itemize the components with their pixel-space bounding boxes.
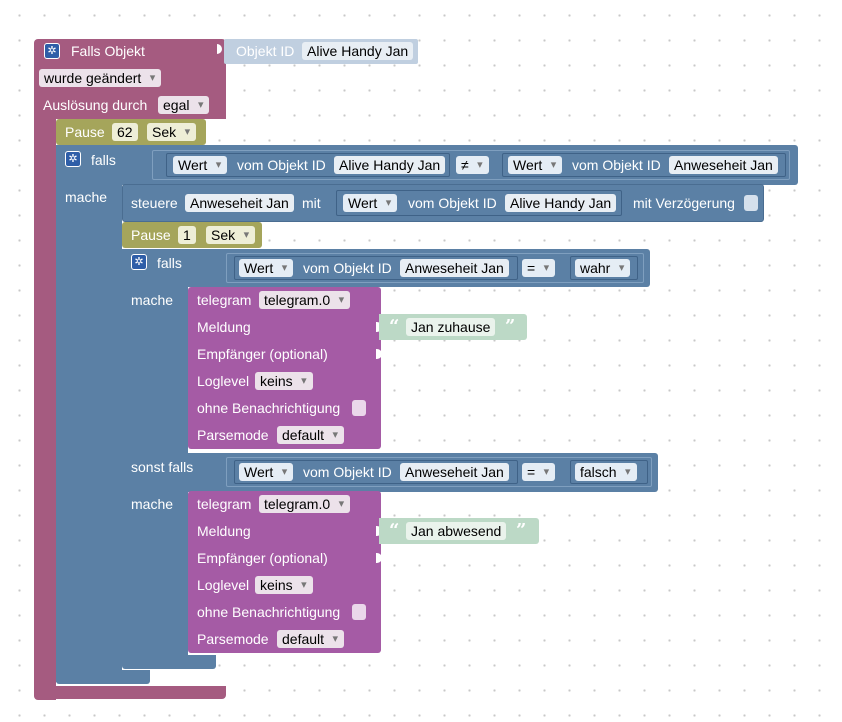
- telegram2-msg-label: Meldung: [197, 523, 251, 539]
- telegram1-instance-dropdown[interactable]: telegram.0: [259, 291, 351, 309]
- objid-value[interactable]: Alive Handy Jan: [302, 42, 414, 60]
- if2-footer: [122, 655, 216, 669]
- if1-left-prop-dropdown[interactable]: Wert: [173, 156, 228, 174]
- if2-bool-dropdown[interactable]: wahr: [575, 259, 631, 277]
- event-gear-icon[interactable]: ✲: [44, 43, 60, 59]
- telegram2-silent-label: ohne Benachrichtigung: [197, 604, 341, 620]
- if1-right-objid-value[interactable]: Anweseheit Jan: [669, 156, 778, 174]
- if2-label: falls: [157, 255, 182, 271]
- telegram2-parse-label: Parsemode: [197, 631, 269, 647]
- telegram1-recv-label: Empfänger (optional): [197, 346, 328, 362]
- control-delay-checkbox[interactable]: [744, 195, 758, 211]
- telegram1-silent-checkbox[interactable]: [352, 400, 366, 416]
- telegram1-parse-label: Parsemode: [197, 427, 269, 443]
- if2-do2-label: mache: [131, 496, 174, 512]
- event-trigger-dropdown[interactable]: egal: [158, 96, 210, 114]
- telegram2-silent-checkbox[interactable]: [352, 604, 366, 620]
- if2-objid-label: vom Objekt ID: [303, 260, 392, 276]
- telegram1-silent-label: ohne Benachrichtigung: [197, 400, 341, 416]
- telegram2-log-dropdown[interactable]: keins: [255, 576, 313, 594]
- event-trigger-label: Auslösung durch: [43, 97, 148, 113]
- telegram1-msg-value[interactable]: Jan zuhause: [406, 318, 496, 336]
- objid-label: Objekt ID: [236, 43, 295, 59]
- if1-spine: [56, 180, 122, 682]
- telegram2-quote-close-icon: ”: [516, 520, 527, 541]
- telegram2-quote-open-icon: “: [389, 520, 400, 541]
- control-prop-dropdown[interactable]: Wert: [343, 194, 398, 212]
- if2-operator-dropdown[interactable]: =: [522, 259, 556, 277]
- if1-left-objid-label: vom Objekt ID: [237, 157, 326, 173]
- telegram2-log-label: Loglevel: [197, 577, 250, 593]
- if1-label: falls: [91, 152, 116, 168]
- telegram1-block[interactable]: [188, 287, 381, 449]
- telegram1-recv-notch: [376, 349, 382, 359]
- pause-1-value[interactable]: 1: [178, 226, 196, 244]
- if2-elseif-bool-dropdown[interactable]: falsch: [575, 463, 637, 481]
- if1-left-objid-value[interactable]: Alive Handy Jan: [334, 156, 446, 174]
- telegram1-quote-open-icon: “: [389, 316, 400, 337]
- event-input-notch: [217, 44, 222, 54]
- telegram2-recv-notch: [376, 553, 382, 563]
- control-objid-value[interactable]: Alive Handy Jan: [505, 194, 617, 212]
- if1-right-prop-dropdown[interactable]: Wert: [508, 156, 563, 174]
- if2-elseif-objid-value[interactable]: Anweseheit Jan: [400, 463, 509, 481]
- telegram2-recv-label: Empfänger (optional): [197, 550, 328, 566]
- pause-62-label: Pause: [65, 124, 105, 140]
- telegram2-parse-dropdown[interactable]: default: [277, 630, 345, 648]
- if2-prop-dropdown[interactable]: Wert: [239, 259, 294, 277]
- telegram2-instance-dropdown[interactable]: telegram.0: [259, 495, 351, 513]
- if2-do-label: mache: [131, 292, 174, 308]
- control-delay-label: mit Verzögerung: [633, 195, 735, 211]
- telegram2-title: telegram: [197, 496, 252, 512]
- pause-62-unit-dropdown[interactable]: Sek: [147, 123, 197, 141]
- if1-gear-icon[interactable]: ✲: [65, 151, 81, 167]
- if2-elseif-operator-dropdown[interactable]: =: [522, 463, 556, 481]
- if1-operator-dropdown[interactable]: ≠: [456, 156, 489, 174]
- event-block-spine: [34, 110, 56, 700]
- if2-elseif-objid-label: vom Objekt ID: [303, 464, 392, 480]
- if1-right-objid-label: vom Objekt ID: [572, 157, 661, 173]
- if1-do-label: mache: [65, 189, 108, 205]
- pause-1-label: Pause: [131, 227, 171, 243]
- telegram1-log-label: Loglevel: [197, 373, 250, 389]
- control-with-label: mit: [302, 195, 321, 211]
- if2-elseif-prop-dropdown[interactable]: Wert: [239, 463, 294, 481]
- event-changed-dropdown[interactable]: wurde geändert: [39, 69, 162, 87]
- event-block-footer: [34, 686, 226, 699]
- if2-gear-icon[interactable]: ✲: [131, 254, 147, 270]
- control-label: steuere: [131, 195, 178, 211]
- if1-footer: [56, 670, 150, 684]
- telegram2-block[interactable]: [188, 491, 381, 653]
- telegram1-log-dropdown[interactable]: keins: [255, 372, 313, 390]
- telegram1-msg-label: Meldung: [197, 319, 251, 335]
- if2-objid-value[interactable]: Anweseheit Jan: [400, 259, 509, 277]
- if2-elseif-label: sonst falls: [131, 459, 194, 475]
- event-title: Falls Objekt: [71, 43, 145, 59]
- control-target-value[interactable]: Anweseheit Jan: [185, 194, 294, 212]
- pause-1-unit-dropdown[interactable]: Sek: [206, 226, 256, 244]
- pause-62-value[interactable]: 62: [112, 123, 138, 141]
- telegram1-title: telegram: [197, 292, 252, 308]
- telegram1-quote-close-icon: ”: [505, 316, 516, 337]
- control-objid-label: vom Objekt ID: [408, 195, 497, 211]
- telegram2-msg-value[interactable]: Jan abwesend: [406, 522, 507, 540]
- telegram1-parse-dropdown[interactable]: default: [277, 426, 345, 444]
